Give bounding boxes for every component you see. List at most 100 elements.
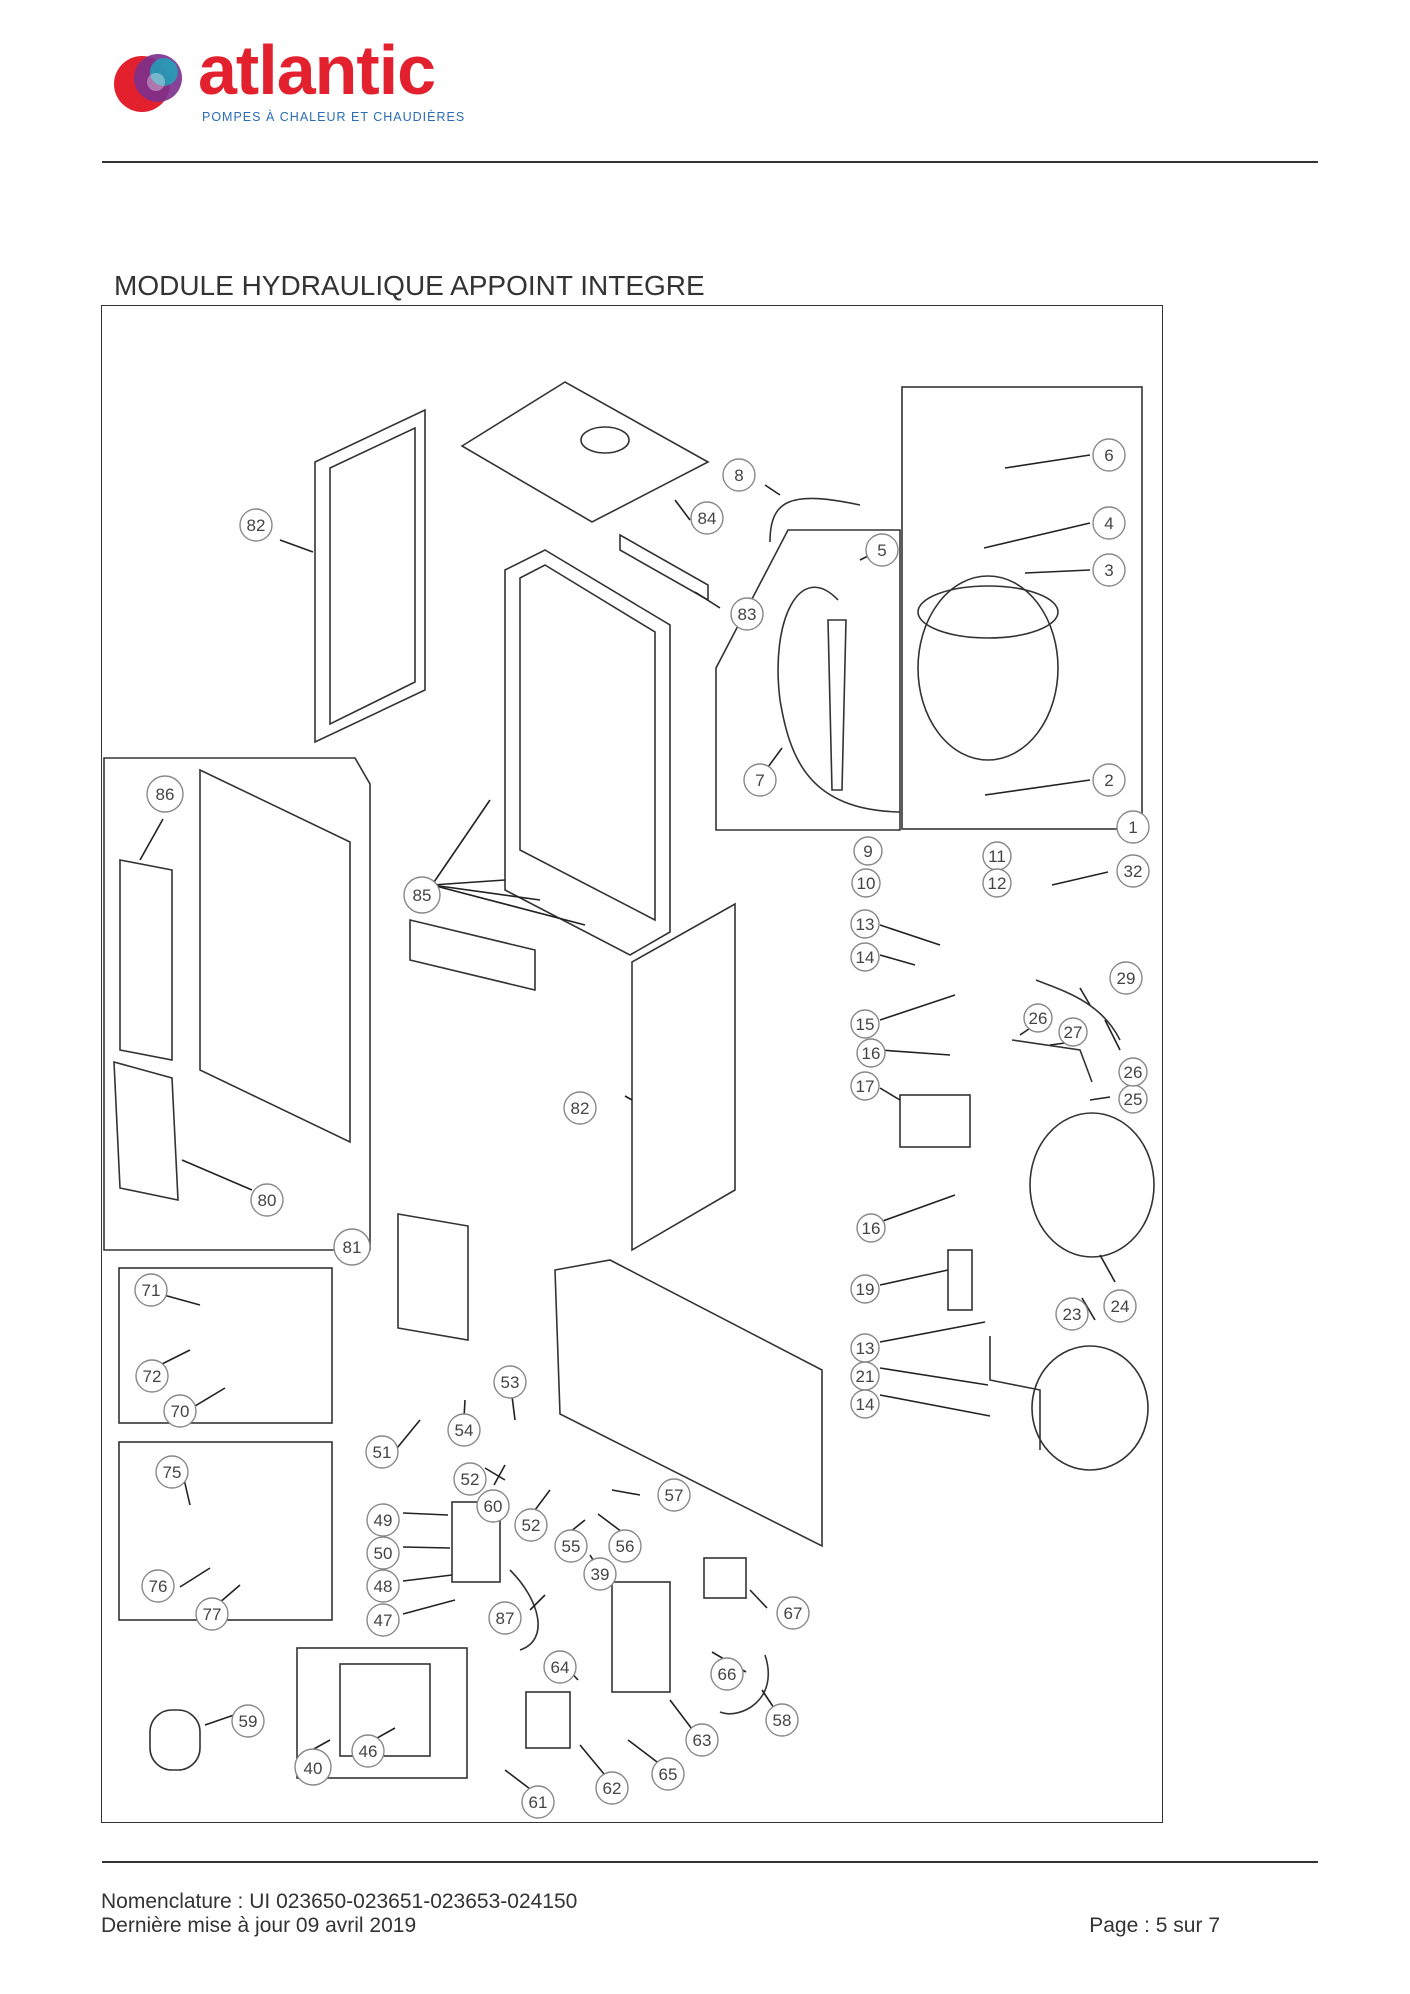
callout-label: 49 [374,1511,393,1530]
chassis-back [519,564,656,922]
callout-label: 81 [343,1238,362,1257]
callout: 40 [294,1748,332,1786]
main-board [451,1501,501,1583]
callout: 15 [850,1009,880,1039]
callout: 62 [595,1771,629,1805]
callout-label: 8 [734,466,743,485]
callout: 72 [135,1359,169,1393]
callout: 67 [776,1596,810,1630]
expansion-vessel [1029,1112,1155,1258]
heater-element-box [715,529,901,831]
footer-last-update: Dernière mise à jour 09 avril 2019 [101,1914,417,1937]
callout: 14 [850,1389,880,1419]
callout-label: 17 [856,1077,875,1096]
pipe-29 [1035,979,1121,1041]
callout: 63 [685,1723,719,1757]
callout-label: 25 [1124,1090,1143,1109]
callout: 24 [1103,1289,1137,1323]
callout-label: 62 [603,1779,622,1798]
callout: 59 [231,1704,265,1738]
callout: 8 [722,458,756,492]
callout-label: 14 [856,948,875,967]
callout-label: 6 [1104,446,1113,465]
pipe-27 [1011,1039,1093,1083]
cable-87 [509,1569,539,1651]
callout-label: 71 [142,1281,161,1300]
callout: 52 [514,1508,548,1542]
callout-label: 75 [163,1463,182,1482]
callout: 76 [141,1569,175,1603]
callout: 16 [856,1038,886,1068]
callout-label: 67 [784,1604,803,1623]
hose-8 [769,497,861,543]
callout: 27 [1058,1017,1088,1047]
footer-page-number: Page : 5 sur 7 [1089,1914,1220,1937]
callout: 14 [850,942,880,972]
cable-set-box-a [118,1267,333,1424]
callout: 16 [856,1213,886,1243]
remote-62 [525,1691,571,1749]
callout-label: 40 [304,1759,323,1778]
callout: 58 [765,1703,799,1737]
callout-label: 9 [863,842,872,861]
callout-label: 87 [496,1609,515,1628]
callout: 11 [982,841,1012,871]
sensor-59 [149,1709,201,1771]
callout-label: 85 [413,886,432,905]
callout-label: 52 [461,1470,480,1489]
callout: 47 [366,1603,400,1637]
callout-label: 14 [856,1395,875,1414]
exploded-view-frame [101,305,1163,1823]
callout-label: 13 [856,915,875,934]
brand-tagline: POMPES À CHALEUR ET CHAUDIÈRES [202,110,466,124]
callout-label: 65 [659,1765,678,1784]
callout: 23 [1055,1297,1089,1331]
callout: 64 [543,1650,577,1684]
callout-label: 83 [738,605,757,624]
callout-label: 19 [856,1280,875,1299]
header-divider [102,161,1318,163]
brand-logo: atlantic POMPES À CHALEUR ET CHAUDIÈRES [112,31,492,136]
callout-label: 77 [203,1605,222,1624]
callout-label: 57 [665,1486,684,1505]
callout-label: 72 [143,1367,162,1386]
callout-label: 16 [862,1044,881,1063]
callout-label: 84 [698,509,717,528]
callout: 75 [155,1455,189,1489]
callout-label: 86 [156,785,175,804]
callout-label: 2 [1104,771,1113,790]
chassis-frame [504,549,671,956]
callout: 7 [743,763,777,797]
callout-label: 26 [1124,1063,1143,1082]
callout-label: 48 [374,1577,393,1596]
callout: 57 [657,1478,691,1512]
callout-label: 51 [373,1443,392,1462]
callout: 83 [730,597,764,631]
callout-label: 47 [374,1611,393,1630]
front-casing [199,768,351,1144]
callout: 10 [851,868,881,898]
callout-label: 59 [239,1712,258,1731]
brand-name: atlantic [198,31,436,109]
casing-front-box [103,757,371,1251]
chassis-base [409,918,536,992]
callout-label: 13 [856,1339,875,1358]
footer-divider [102,1861,1318,1863]
bracket-83 [619,533,709,602]
callout: 66 [710,1657,744,1691]
callout: 12 [982,868,1012,898]
callout: 61 [521,1785,555,1819]
side-panel-left-inner [329,426,416,726]
callout-label: 80 [258,1191,277,1210]
cable-58 [719,1654,769,1715]
callout-label: 24 [1111,1297,1130,1316]
callout-label: 27 [1064,1023,1083,1042]
callout: 32 [1116,854,1150,888]
callout-label: 64 [551,1658,570,1677]
callout-label: 39 [591,1565,610,1584]
callout-label: 66 [718,1665,737,1684]
callout: 39 [583,1557,617,1591]
callout: 85 [403,876,441,914]
section-title: MODULE HYDRAULIQUE APPOINT INTEGRE [114,270,705,301]
display-67 [703,1557,747,1599]
